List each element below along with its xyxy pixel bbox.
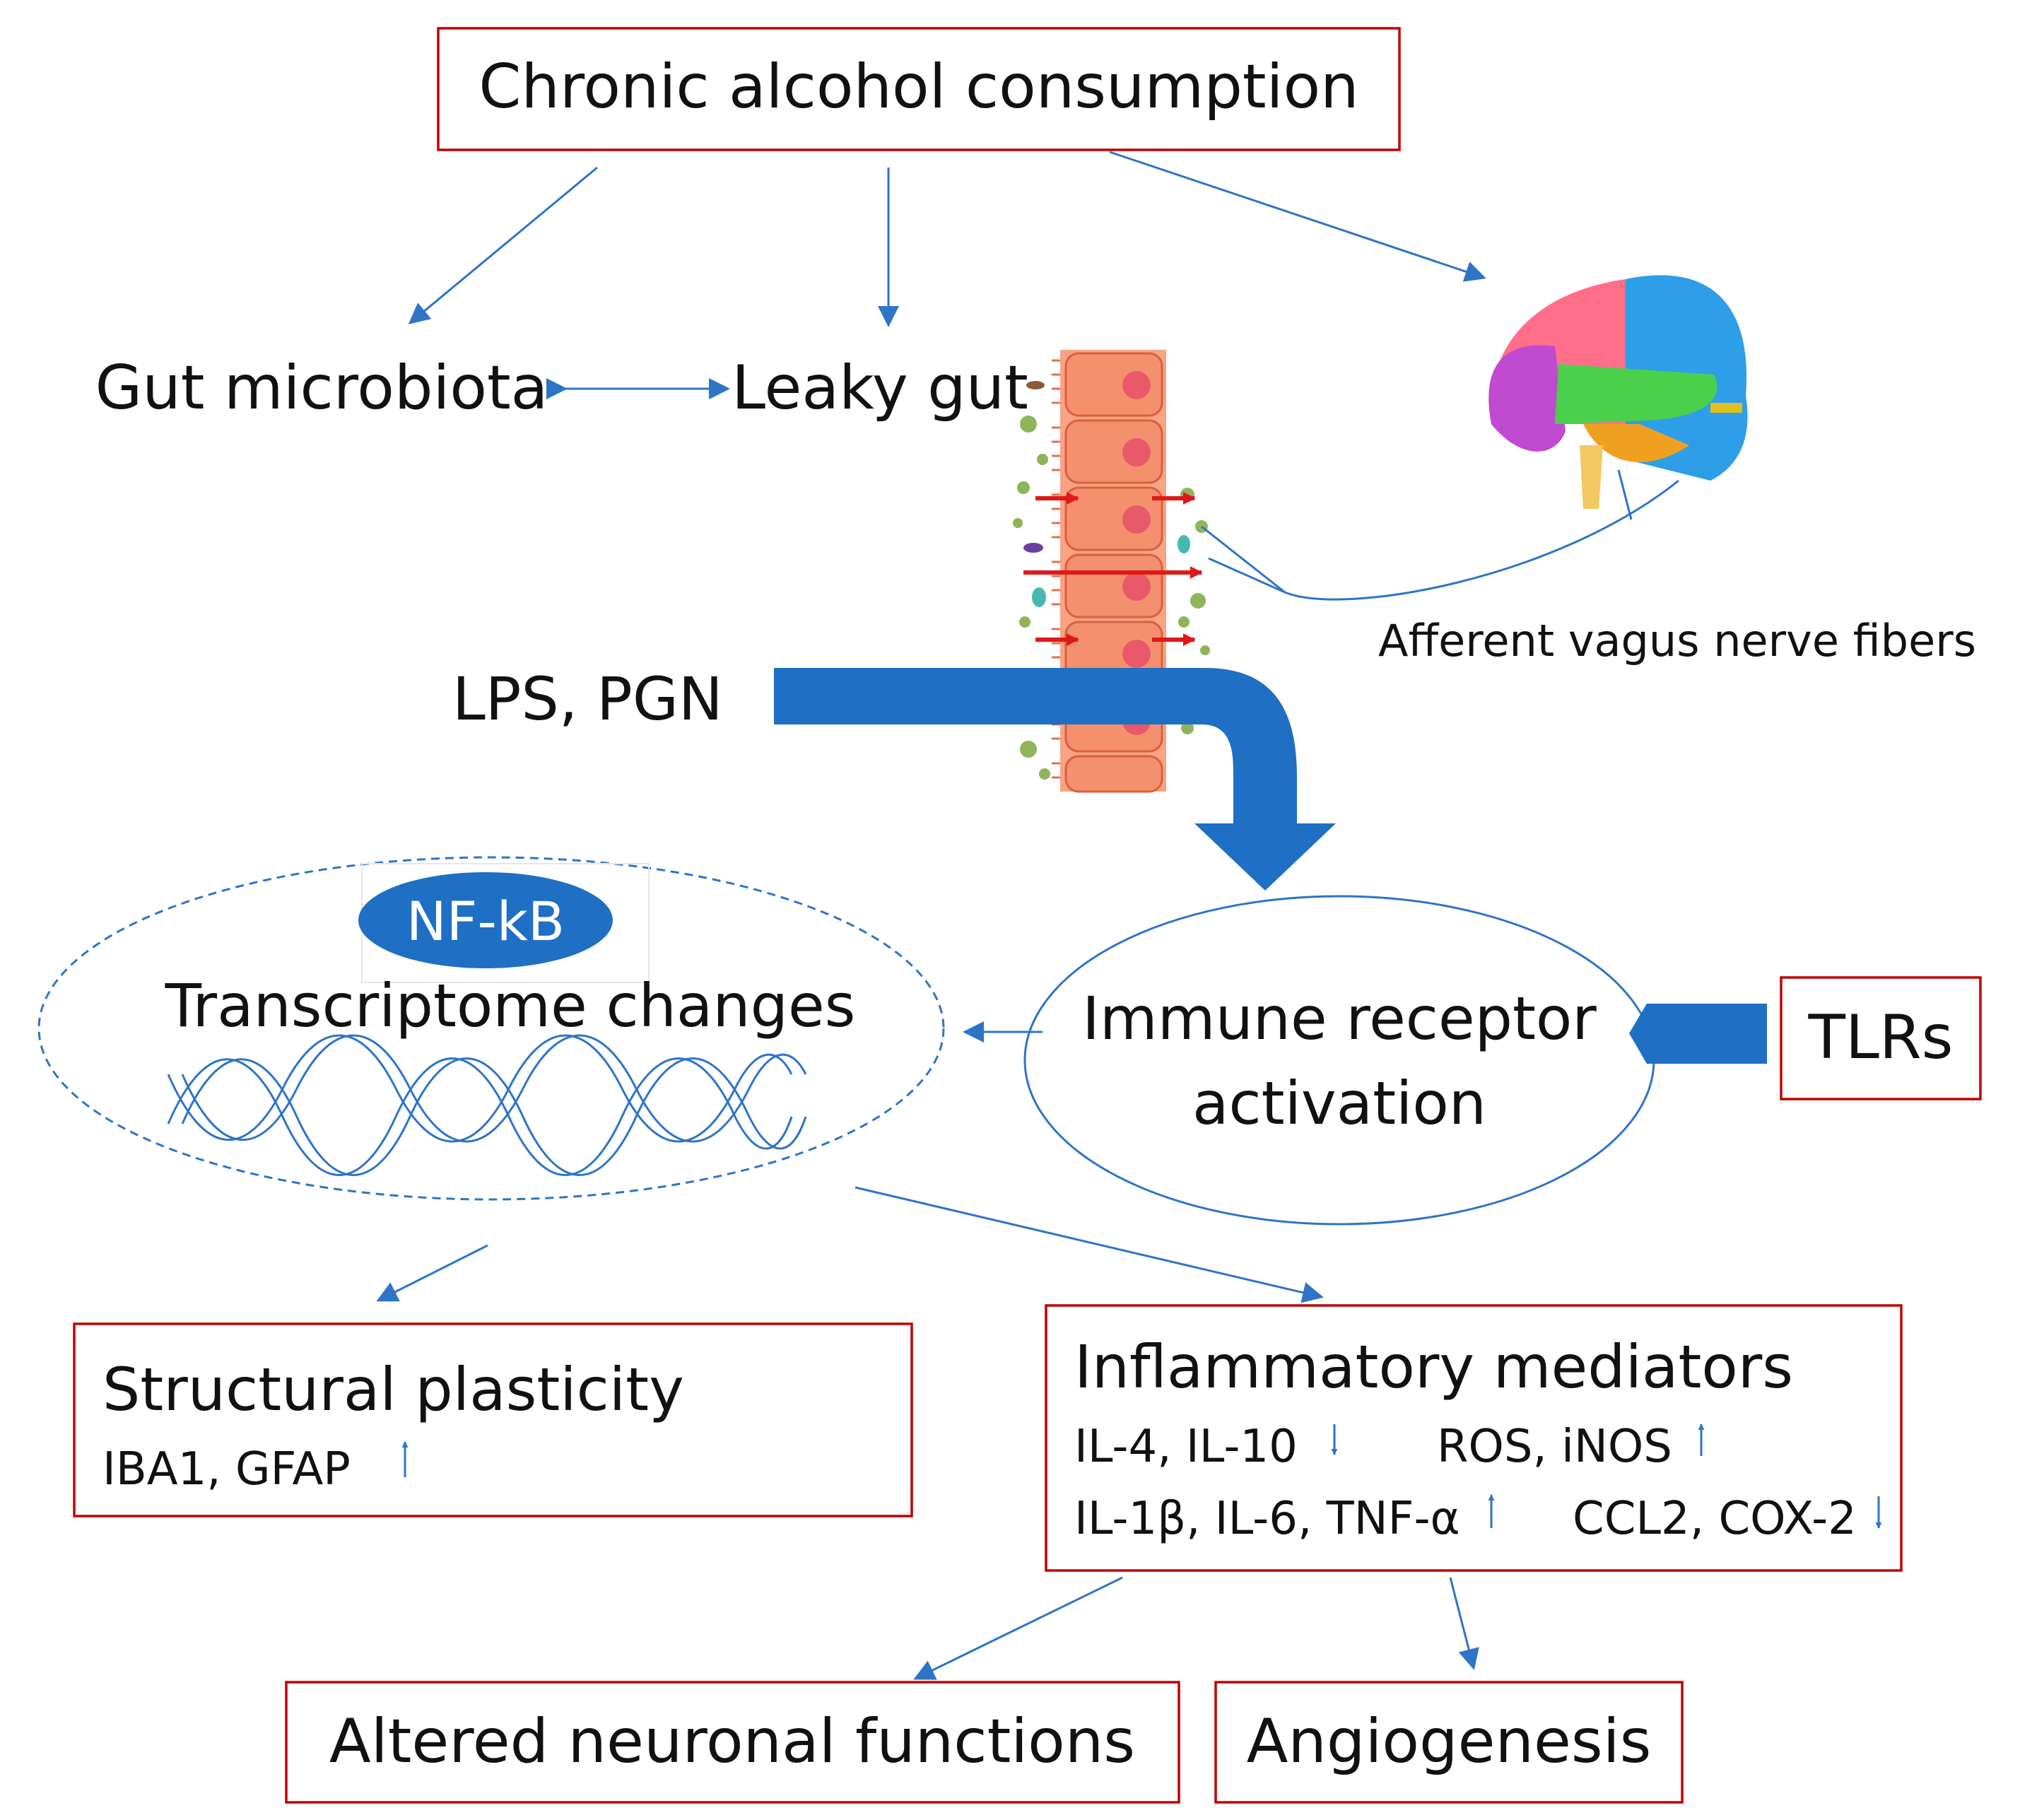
tlrs-node: TLRs <box>1780 976 1982 1100</box>
altered-neuronal-label: Altered neuronal functions <box>329 1706 1135 1777</box>
inflammatory-mediators-node: Inflammatory mediators IL-4, IL-10 ROS, … <box>1045 1304 1903 1572</box>
transcriptome-node: NF-kB Transcriptome changes <box>37 856 945 1201</box>
gut-bacteria-particles <box>1013 381 1210 780</box>
gut-microbiota-label: Gut microbiota <box>95 353 548 423</box>
vagus-nerve-branch <box>1208 557 1286 594</box>
vagus-nerve-tick <box>1617 469 1633 520</box>
gut-leak-arrows <box>1023 492 1203 646</box>
chronic-alcohol-label: Chronic alcohol consumption <box>478 52 1358 122</box>
tlrs-label: TLRs <box>1807 1002 1953 1073</box>
brain-temporal-lobe <box>1555 364 1717 424</box>
immune-receptor-line1: Immune receptor <box>1082 984 1597 1053</box>
inflammatory-mediators-box <box>1045 1304 1903 1572</box>
arrow-transcriptome-to-inflammatory <box>855 1186 1324 1303</box>
lps-big-arrow <box>774 668 1336 891</box>
arrow-inflammatory-to-angiogenesis <box>1449 1577 1479 1670</box>
arrow-alcohol-to-brain <box>1109 151 1486 282</box>
brain-stem <box>1580 445 1603 509</box>
lps-pgn-label: LPS, PGN <box>452 664 723 734</box>
altered-neuronal-node: Altered neuronal functions <box>285 1681 1180 1804</box>
immune-receptor-node: Immune receptor activation <box>1023 895 1655 1226</box>
arrow-alcohol-to-microbiota <box>408 166 598 324</box>
brain-cerebellum <box>1583 424 1689 462</box>
gut-epithelium-illustration <box>1013 350 1210 793</box>
angiogenesis-label: Angiogenesis <box>1247 1706 1652 1777</box>
structural-markers-label: IBA1, GFAP <box>102 1443 351 1496</box>
angiogenesis-box <box>1214 1681 1684 1804</box>
il1b-il6-tnfa-label: IL-1β, IL-6, TNF-α <box>1074 1493 1460 1545</box>
transcriptome-ellipse <box>37 856 945 1201</box>
il4-il10-label: IL-4, IL-10 <box>1074 1421 1298 1473</box>
tlrs-block-arrow <box>1629 1004 1767 1064</box>
vagus-nerve-curve <box>1201 479 1679 601</box>
ros-inos-label: ROS, iNOS <box>1437 1421 1672 1473</box>
immune-receptor-ellipse <box>1023 895 1655 1226</box>
chronic-alcohol-box <box>437 27 1401 151</box>
arrow-inflammatory-to-altered <box>913 1576 1123 1680</box>
structural-plasticity-label: Structural plasticity <box>102 1355 684 1424</box>
structural-plasticity-box <box>73 1322 913 1517</box>
chronic-alcohol-node: Chronic alcohol consumption <box>437 27 1401 151</box>
dna-helix-icon <box>167 1034 807 1176</box>
vagus-nerve-label: Afferent vagus nerve fibers <box>1378 615 1976 667</box>
transcriptome-label: Transcriptome changes <box>165 971 856 1040</box>
angiogenesis-node: Angiogenesis <box>1214 1681 1684 1804</box>
leaky-gut-label: Leaky gut <box>732 353 1028 423</box>
brain-temporal-purple <box>1488 345 1566 452</box>
inflammatory-mediators-label: Inflammatory mediators <box>1074 1332 1793 1402</box>
nfkb-oval <box>358 872 613 968</box>
brain-stem-connector <box>1710 403 1742 413</box>
immune-receptor-line2: activation <box>1192 1069 1486 1138</box>
altered-neuronal-box <box>285 1681 1180 1804</box>
nfkb-label: NF-kB <box>406 890 565 953</box>
brain-illustration <box>1488 275 1748 509</box>
structural-plasticity-node: Structural plasticity IBA1, GFAP <box>73 1322 913 1517</box>
tlrs-box <box>1780 976 1982 1100</box>
arrow-transcriptome-to-structural <box>376 1244 488 1302</box>
ccl2-cox2-label: CCL2, COX-2 <box>1573 1493 1857 1545</box>
brain-parietal-lobe <box>1626 275 1747 396</box>
